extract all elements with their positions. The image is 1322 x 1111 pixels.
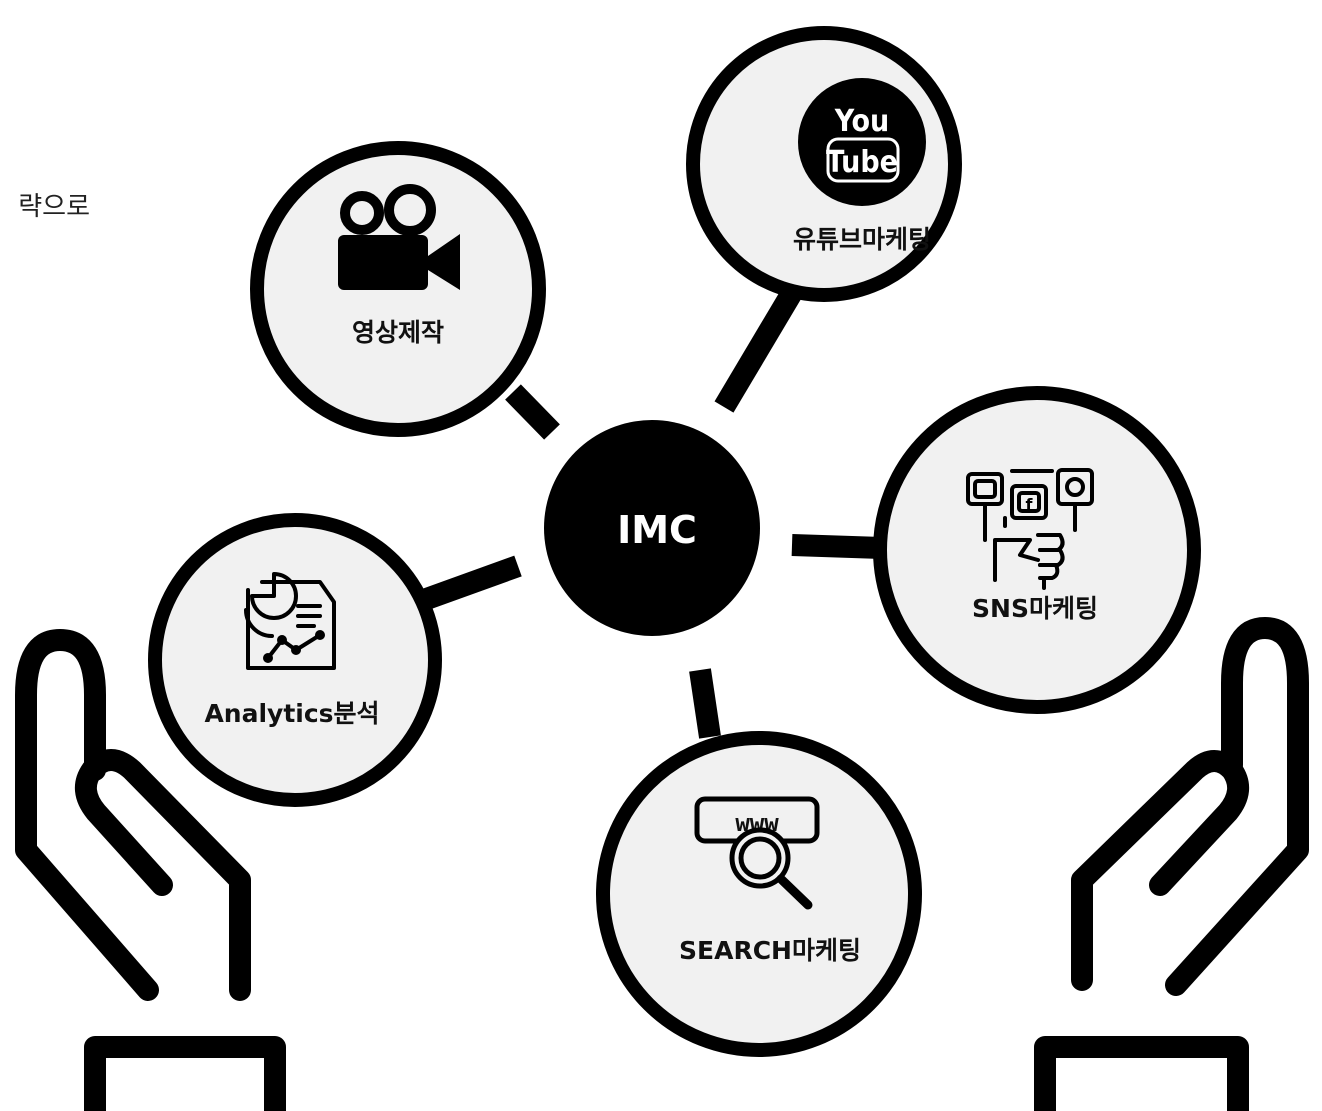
imc-center-node: IMC (544, 420, 760, 636)
social-media-hand-icon: f (966, 468, 1094, 590)
youtube-icon: You Tube (798, 78, 926, 206)
node-analytics: Analytics분석 (148, 513, 442, 807)
youtube-marketing-label: 유튜브마케팅 (793, 225, 931, 254)
www-search-icon: www (694, 796, 820, 910)
search-marketing-label: SEARCH마케팅 (679, 936, 861, 965)
right-hand-icon (1034, 617, 1309, 1111)
youtube-logo-tube: Tube (826, 145, 898, 180)
facebook-glyph: f (1026, 495, 1034, 514)
node-search-marketing: www SEARCH마케팅 (596, 731, 922, 1057)
node-sns-marketing: f SNS마케팅 (873, 386, 1201, 714)
analytics-report-icon (244, 572, 336, 670)
imc-label: IMC (617, 508, 697, 552)
left-hand-icon (15, 629, 286, 1111)
video-production-label: 영상제작 (352, 318, 444, 347)
analytics-label: Analytics분석 (204, 699, 379, 728)
video-camera-icon (338, 184, 460, 290)
cropped-corner-text: 략으로 (18, 192, 90, 222)
connector-lines (417, 285, 883, 739)
sns-marketing-label: SNS마케팅 (972, 594, 1098, 623)
node-video-production: 영상제작 (250, 141, 546, 437)
node-youtube-marketing: You Tube 유튜브마케팅 (686, 26, 962, 302)
youtube-logo-you: You (834, 104, 890, 139)
